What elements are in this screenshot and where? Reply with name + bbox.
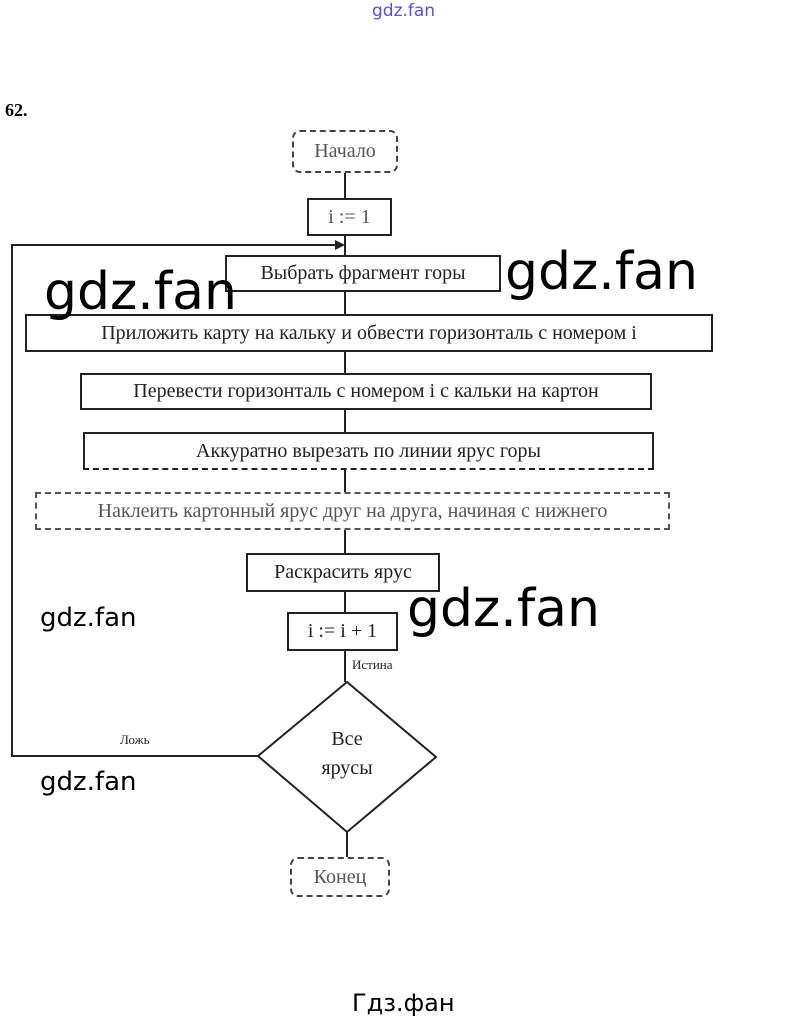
- step-glue-tiers: Наклеить картонный ярус друг на друга, н…: [35, 492, 670, 530]
- step-paint-tier: Раскрасить ярус: [246, 553, 440, 592]
- init-block: i := 1: [307, 198, 392, 236]
- increment-block: i := i + 1: [287, 612, 398, 651]
- watermark: gdz.fan: [40, 603, 137, 633]
- header-watermark: gdz.fan: [372, 1, 436, 21]
- task-number: 62.: [5, 100, 28, 120]
- step-cut-tier: Аккуратно вырезать по линии ярус горы: [83, 432, 654, 470]
- watermark: gdz.fan: [505, 242, 698, 302]
- decision-diamond: [256, 680, 438, 834]
- true-branch-label: Истина: [352, 657, 393, 672]
- start-terminator: Начало: [292, 130, 398, 173]
- watermark: gdz.fan: [407, 579, 600, 639]
- end-terminator: Конец: [290, 857, 390, 897]
- footer-watermark: Гдз.фан: [352, 989, 455, 1017]
- condition-line-1: Все: [331, 728, 363, 750]
- watermark: gdz.fan: [40, 767, 137, 797]
- condition-line-2: ярусы: [321, 757, 373, 779]
- loop-back-connector: [11, 244, 338, 757]
- watermark: gdz.fan: [44, 262, 237, 322]
- arrow-head-icon: [335, 240, 345, 250]
- step-transfer-contour: Перевести горизонталь с номером i с каль…: [80, 373, 652, 410]
- step-select-fragment: Выбрать фрагмент горы: [225, 255, 501, 292]
- false-branch-label: Ложь: [120, 732, 150, 747]
- condition-text: Все ярусы: [297, 725, 397, 783]
- step-trace-contour: Приложить карту на кальку и обвести гори…: [25, 314, 713, 352]
